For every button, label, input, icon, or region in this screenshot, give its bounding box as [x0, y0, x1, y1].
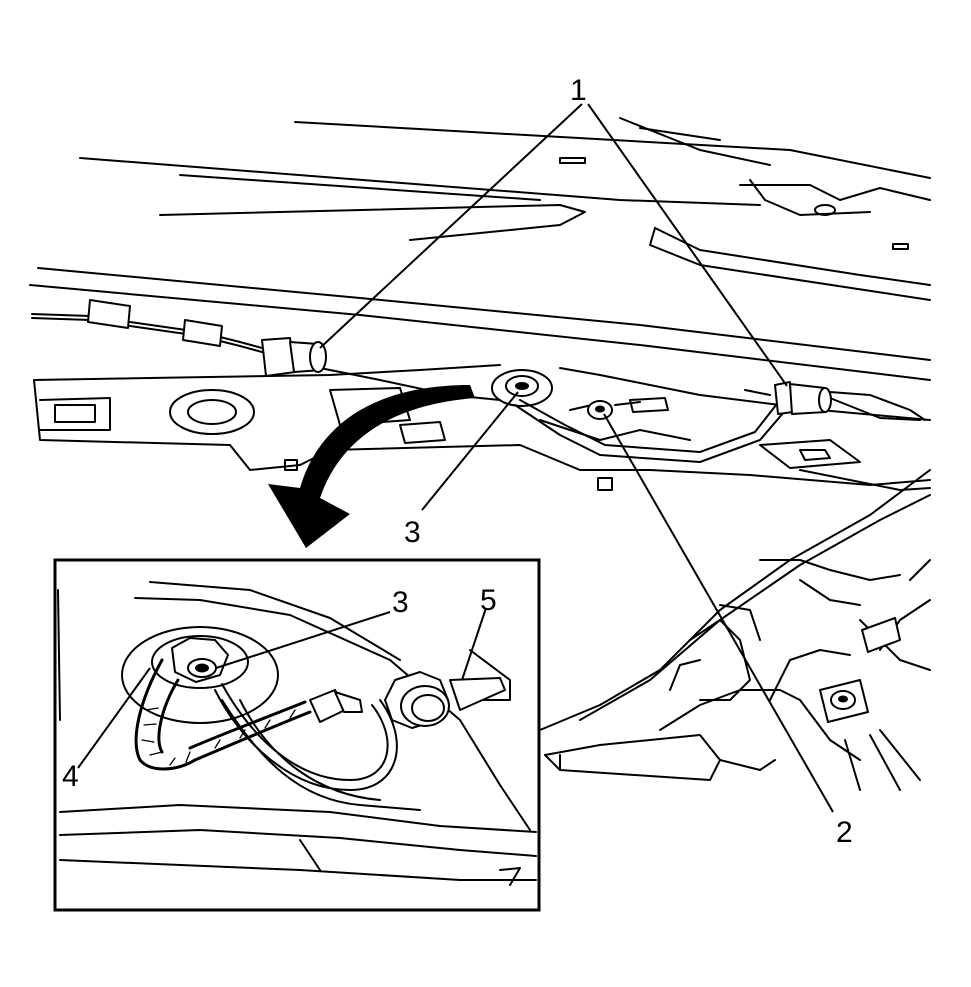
- leader-1-right: [587, 103, 788, 387]
- leader-3-main: [421, 391, 519, 511]
- lower-right-structure: [539, 469, 931, 791]
- inset-harness-loop: [214, 683, 421, 811]
- lower-body-panel: [29, 267, 931, 491]
- ground-stud-main: [587, 400, 613, 420]
- leader-lines: [77, 103, 834, 813]
- callout-5: 5: [480, 584, 497, 617]
- ground-nut-detail: [121, 626, 279, 724]
- ground-nut-main: [491, 369, 553, 407]
- leader-4: [77, 667, 151, 769]
- leader-3-detail: [215, 611, 391, 669]
- callout-1: 1: [570, 74, 587, 107]
- detail-inset: [53, 558, 541, 912]
- callout-2: 2: [836, 816, 853, 849]
- wiring-harness: [31, 299, 926, 463]
- harness-clip: [87, 299, 223, 347]
- connector-right: [774, 381, 832, 415]
- inset-connector: [309, 689, 363, 723]
- inset-body-lines: [57, 581, 537, 886]
- upper-body-panel: [79, 117, 931, 301]
- leader-1-left: [319, 103, 583, 349]
- leader-5: [461, 607, 487, 681]
- callout-3-main: 3: [404, 516, 421, 549]
- callout-4: 4: [62, 760, 79, 793]
- leader-2: [603, 413, 834, 813]
- callout-3-detail: 3: [392, 586, 409, 619]
- ground-strap: [134, 658, 312, 771]
- connector-left: [261, 337, 327, 377]
- nut-detail: [384, 671, 506, 729]
- detail-arrow: [268, 385, 475, 548]
